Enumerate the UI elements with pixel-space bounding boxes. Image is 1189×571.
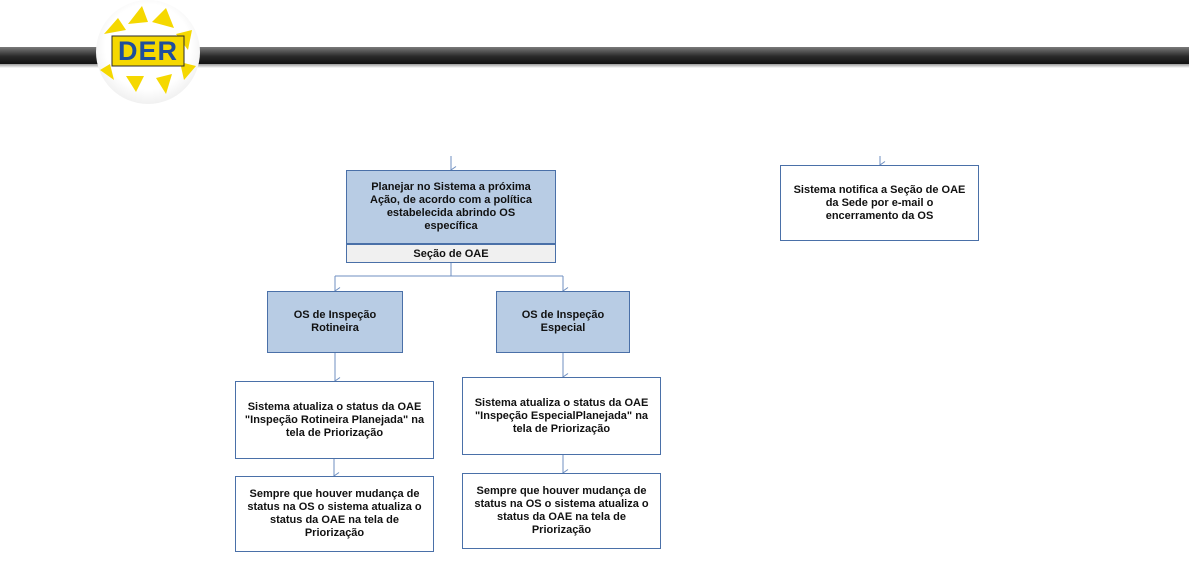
notify-box: Sistema notifica a Seção de OAE da Sede … bbox=[780, 165, 979, 241]
header-bar bbox=[0, 47, 1189, 64]
status-routine-box: Sistema atualiza o status da OAE "Inspeç… bbox=[235, 381, 434, 459]
change-routine-box: Sempre que houver mudança de status na O… bbox=[235, 476, 434, 552]
os-special-box: OS de Inspeção Especial bbox=[496, 291, 630, 353]
change-special-box: Sempre que houver mudança de status na O… bbox=[462, 473, 661, 549]
der-logo-icon bbox=[100, 6, 196, 94]
section-label-bar: Seção de OAE bbox=[346, 244, 556, 263]
os-routine-box: OS de Inspeção Rotineira bbox=[267, 291, 403, 353]
plan-action-box: Planejar no Sistema a próxima Ação, de a… bbox=[346, 170, 556, 244]
header-bar-shadow bbox=[0, 64, 1189, 68]
logo-text: DER bbox=[118, 36, 179, 66]
status-special-box: Sistema atualiza o status da OAE "Inspeç… bbox=[462, 377, 661, 455]
